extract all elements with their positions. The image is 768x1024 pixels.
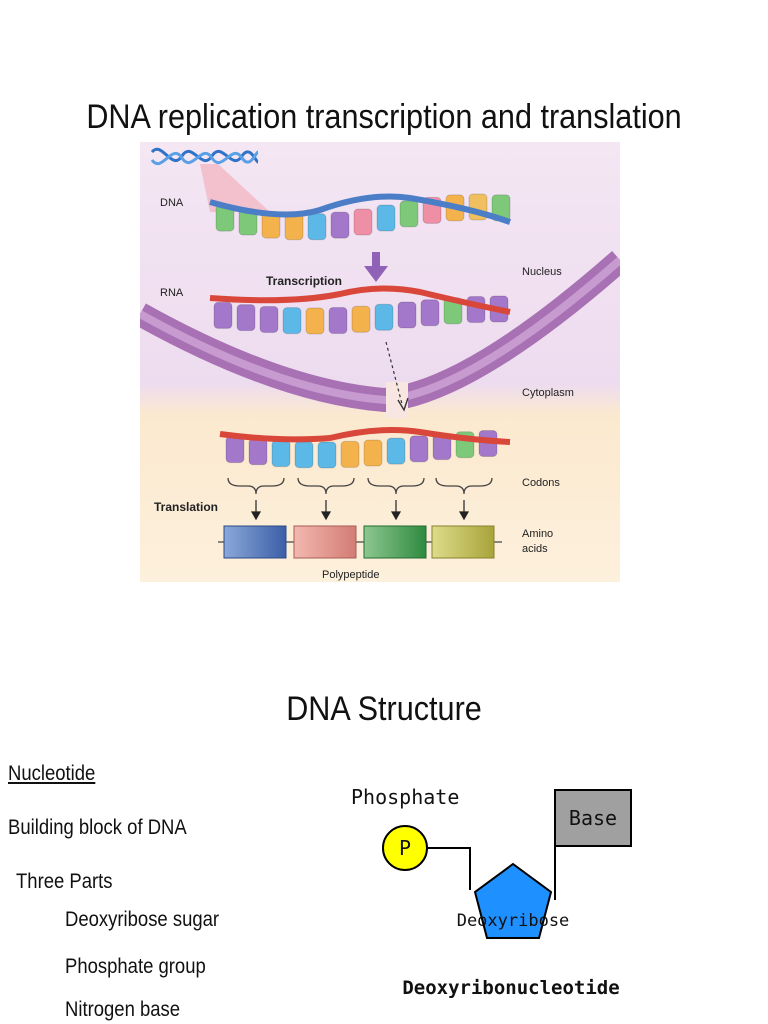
rna-bases-peg (305, 307, 325, 335)
nuclear-membrane-highlight (140, 256, 620, 405)
label-translation: Translation (154, 500, 218, 514)
amino-acid-1 (223, 525, 287, 559)
mrna-bases-peg (386, 437, 406, 465)
mrna-bases-peg (225, 436, 245, 464)
dna-bases-peg (284, 213, 304, 241)
rna-bases-peg (213, 301, 233, 329)
mrna-bases-peg (409, 435, 429, 463)
label-phosphate: Phosphate (351, 785, 459, 809)
export-path (385, 341, 403, 405)
rna-bases-peg (328, 306, 348, 334)
export-arrow-icon (397, 397, 409, 412)
bullet-nitrogen-base: Nitrogen base (65, 998, 181, 1021)
mrna-bases-peg (363, 439, 383, 467)
codon-brackets (227, 477, 493, 495)
mrna-bases-peg (271, 440, 291, 468)
dna-bases-peg (353, 208, 373, 236)
mrna-bases-peg (317, 441, 337, 469)
rna-backbone (209, 285, 511, 315)
bullet-three-parts: Three Parts (16, 870, 113, 893)
base-box (554, 789, 632, 847)
label-acids: acids (522, 543, 548, 555)
rna-bases-peg (374, 303, 394, 331)
nuclear-pore (386, 382, 408, 418)
label-nucleus: Nucleus (522, 266, 562, 278)
bullet-building-block: Building block of DNA (8, 816, 187, 839)
rna-bases-peg (236, 304, 256, 332)
nucleotide-diagram: Phosphate Base P Deoxyribose Deoxyribonu… (351, 785, 632, 999)
dna-bases-peg (307, 213, 327, 241)
dna-helix-icon (150, 148, 260, 166)
dna-bases-peg (399, 200, 419, 228)
slide-1-title: DNA replication transcription and transl… (86, 98, 682, 136)
bullet-nucleotide: Nucleotide (8, 762, 96, 785)
label-p-symbol: P (399, 836, 411, 860)
transcription-arrow-icon (364, 252, 388, 282)
label-base: Base (569, 806, 617, 830)
phosphate-sugar-bond (425, 847, 471, 890)
bullet-deoxyribose-sugar: Deoxyribose sugar (65, 908, 220, 931)
rna-bases-peg (282, 307, 302, 335)
amino-acid-4 (431, 525, 495, 559)
slide-2-title: DNA Structure (286, 690, 482, 728)
mrna-bases-peg (248, 438, 268, 466)
mrna-backbone (219, 427, 511, 445)
dna-backbone (209, 193, 511, 225)
label-codons: Codons (522, 477, 560, 489)
helix-zoom-wedge (200, 164, 270, 212)
mrna-bases-peg (340, 440, 360, 468)
phosphate-circle (382, 825, 428, 871)
label-deoxyribonucleotide: Deoxyribonucleotide (402, 977, 619, 999)
rna-bases (213, 295, 509, 335)
label-deoxyribose: Deoxyribose (457, 911, 570, 931)
dna-bases-peg (376, 204, 396, 232)
rna-bases-peg (351, 305, 371, 333)
bullet-phosphate-group: Phosphate group (65, 955, 206, 978)
rna-bases-peg (397, 301, 417, 329)
rna-bases-peg (420, 299, 440, 327)
label-transcription: Transcription (266, 274, 342, 288)
mrna-bases-peg (294, 441, 314, 469)
amino-acid-2 (293, 525, 357, 559)
amino-acid-3 (363, 525, 427, 559)
label-polypeptide: Polypeptide (322, 569, 380, 581)
deoxyribose-pentagon (473, 862, 553, 939)
label-rna: RNA (160, 287, 184, 299)
rna-bases-peg (259, 305, 279, 333)
dna-bases-peg (330, 211, 350, 239)
transcription-translation-diagram: DNA RNA Transcription Nucleus Cytoplasm … (140, 142, 620, 582)
label-amino: Amino (522, 528, 553, 540)
label-dna: DNA (160, 197, 184, 209)
label-cytoplasm: Cytoplasm (522, 387, 574, 399)
translation-arrows (250, 500, 470, 521)
